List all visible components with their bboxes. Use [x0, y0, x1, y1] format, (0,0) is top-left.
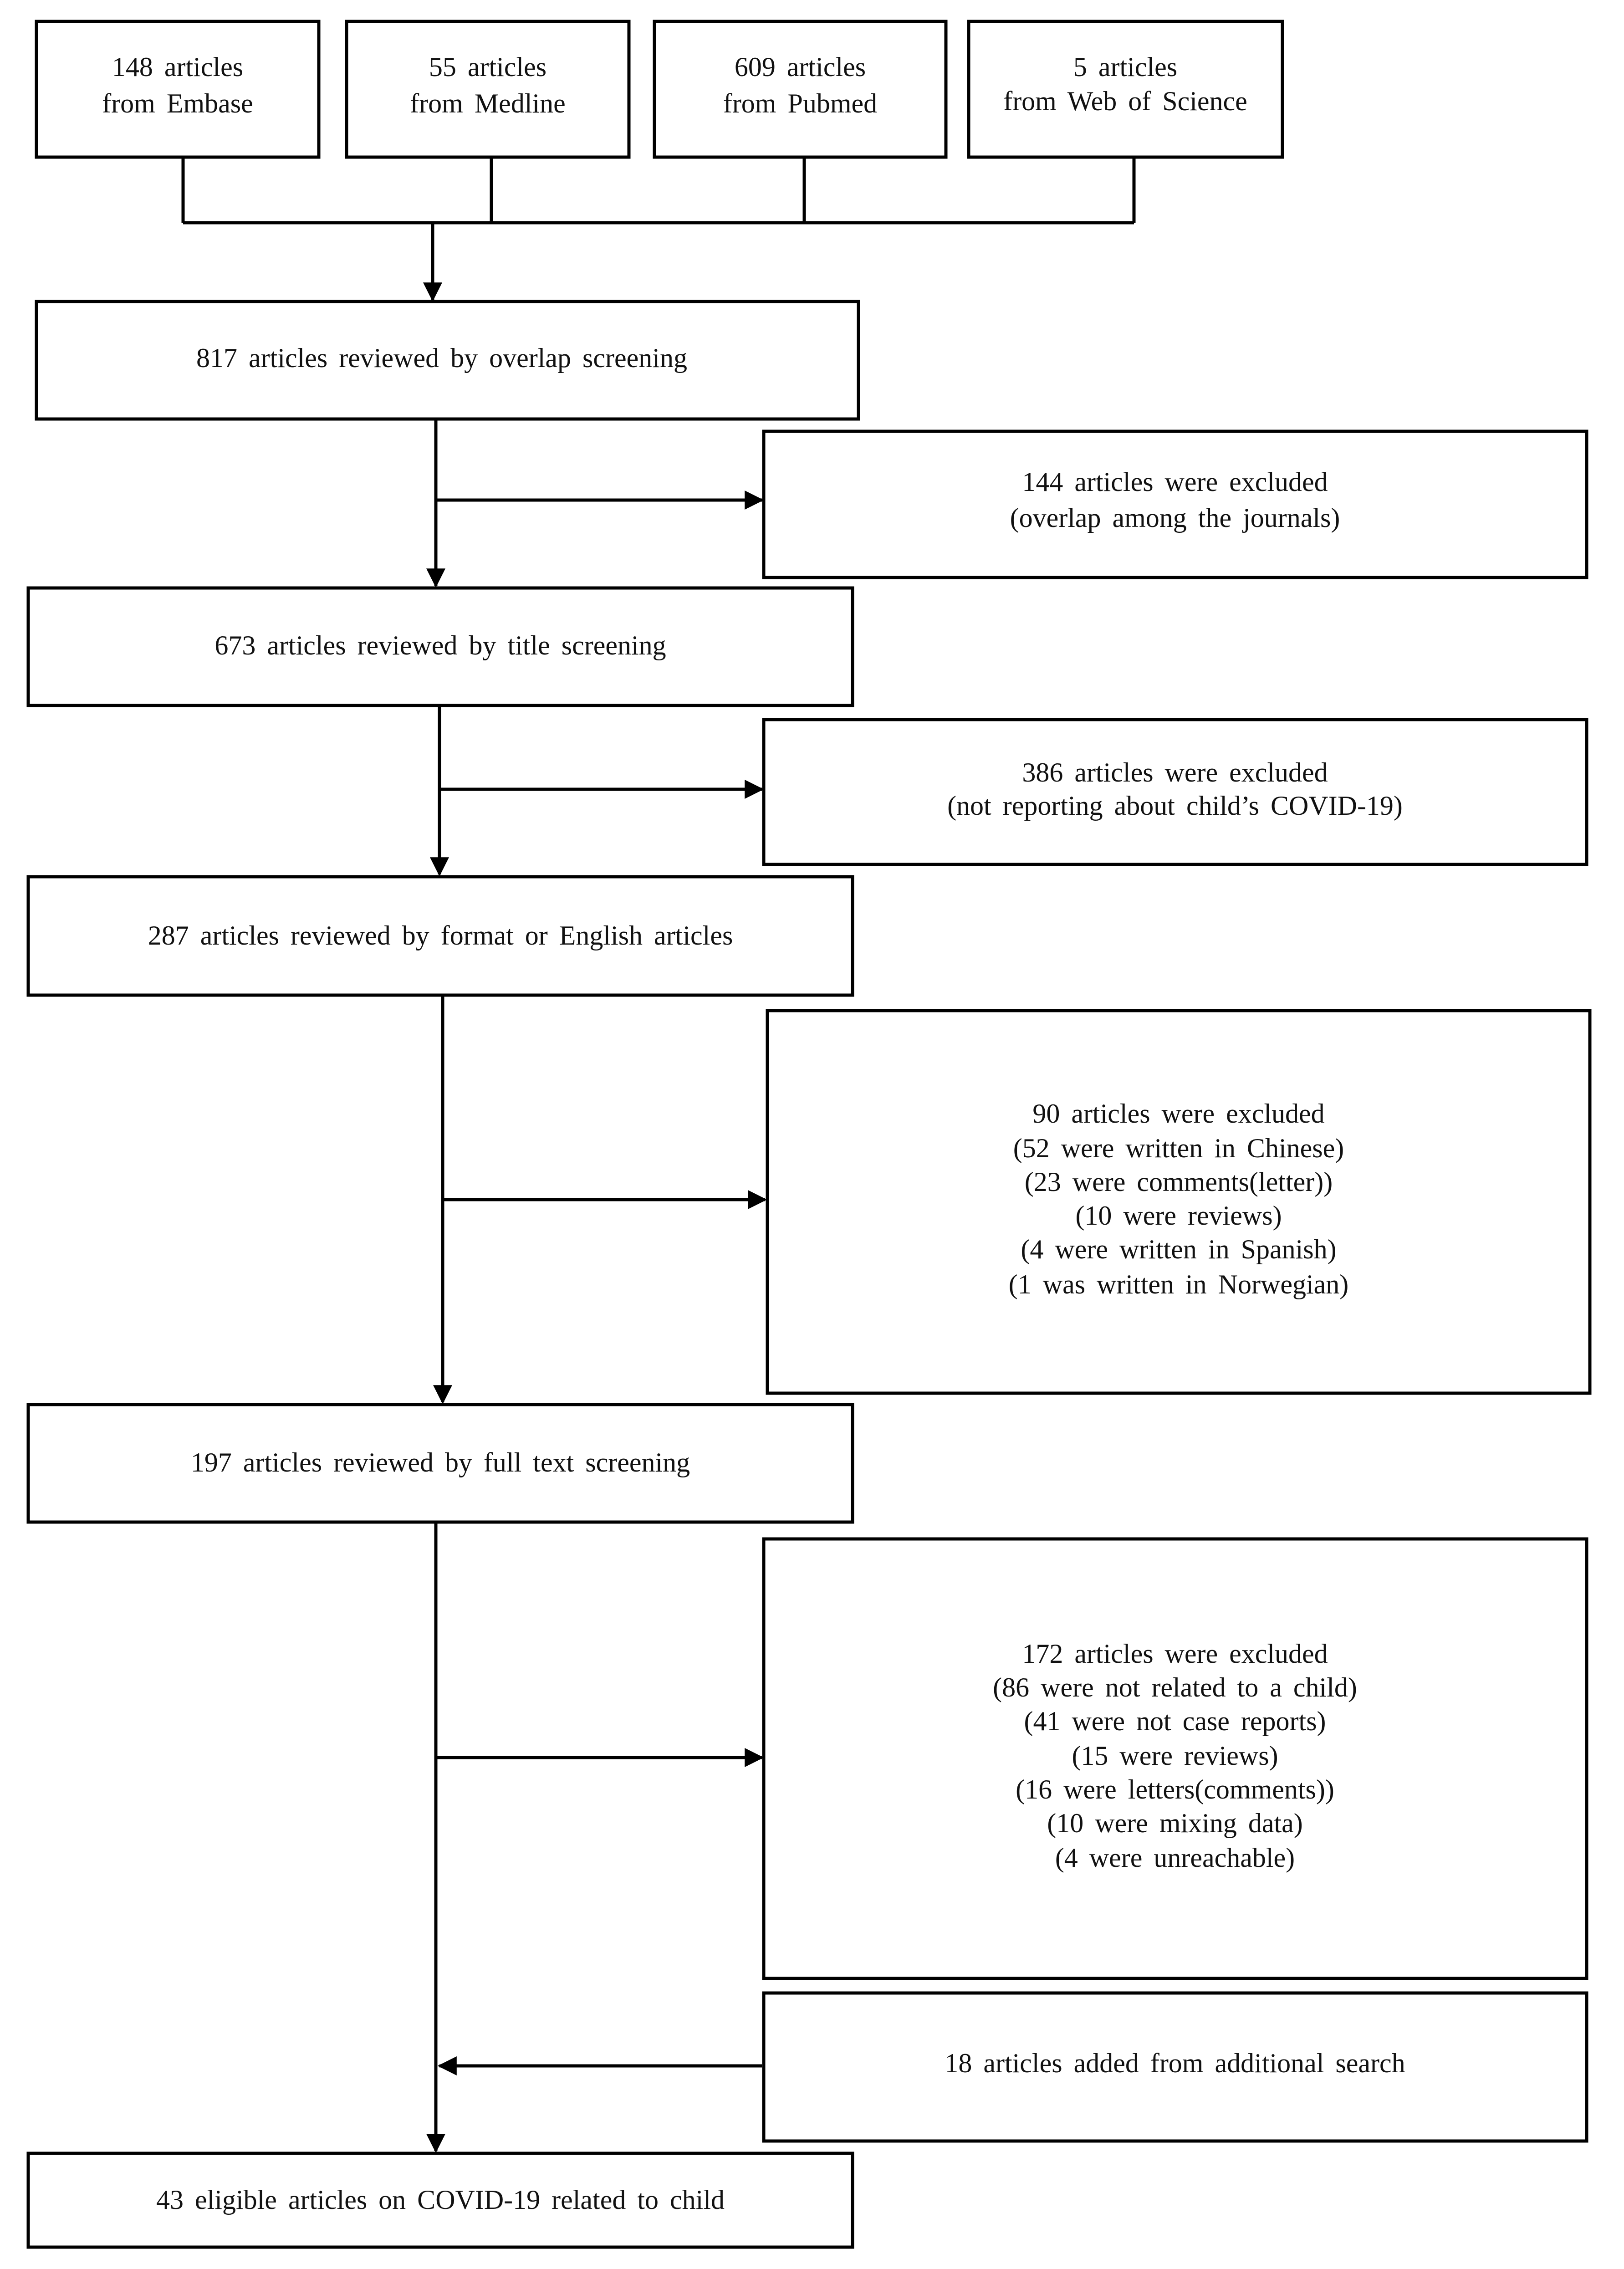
exclusion-3-line-1: 90 articles were excluded	[1032, 1099, 1324, 1129]
exclusion-1-line-1: 144 articles were excluded	[1022, 467, 1328, 497]
exclusion-3-line-4: (10 were reviews)	[1075, 1201, 1282, 1231]
exclusion-2-line-2: (not reporting about child’s COVID-19)	[947, 791, 1403, 821]
exclusion-3-line-3: (23 were comments(letter))	[1025, 1167, 1333, 1197]
source-pubmed-line-1: 609 articles	[735, 52, 866, 82]
source-medline-line-1: 55 articles	[429, 52, 546, 82]
source-pubmed-line-2: from Pubmed	[723, 88, 877, 118]
exclusion-box-4: 172 articles were excluded (86 were not …	[762, 1537, 1588, 1980]
source-medline-line-2: from Medline	[410, 88, 566, 118]
stage-title-screening-label: 673 articles reviewed by title screening	[214, 630, 666, 660]
stage-box-format-screening: 287 articles reviewed by format or Engli…	[26, 875, 854, 997]
source-embase-line-1: 148 articles	[112, 52, 243, 82]
exclusion-4-line-4: (15 were reviews)	[1072, 1741, 1278, 1771]
exclusion-1-line-2: (overlap among the journals)	[1010, 503, 1340, 533]
stage-box-fulltext-screening: 197 articles reviewed by full text scree…	[26, 1403, 854, 1524]
stage-eligible-label: 43 eligible articles on COVID-19 related…	[156, 2185, 725, 2215]
exclusion-3-line-2: (52 were written in Chinese)	[1013, 1133, 1344, 1163]
exclusion-4-line-5: (16 were letters(comments))	[1016, 1774, 1334, 1804]
stage-box-overlap-screening: 817 articles reviewed by overlap screeni…	[35, 300, 860, 421]
source-wos-line-1: 5 articles	[1073, 52, 1177, 82]
source-box-pubmed: 609 articles from Pubmed	[653, 20, 948, 159]
source-wos-line-2: from Web of Science	[1003, 86, 1247, 116]
stage-fulltext-screening-label: 197 articles reviewed by full text scree…	[191, 1447, 690, 1477]
stage-box-eligible: 43 eligible articles on COVID-19 related…	[26, 2151, 854, 2249]
exclusion-4-line-3: (41 were not case reports)	[1024, 1706, 1326, 1736]
additional-search-label: 18 articles added from additional search	[945, 2048, 1405, 2078]
exclusion-box-3: 90 articles were excluded (52 were writt…	[766, 1009, 1592, 1395]
exclusion-2-line-1: 386 articles were excluded	[1022, 757, 1328, 787]
exclusion-box-1: 144 articles were excluded (overlap amon…	[762, 429, 1588, 579]
source-box-web-of-science: 5 articles from Web of Science	[967, 20, 1284, 159]
exclusion-4-line-1: 172 articles were excluded	[1022, 1639, 1328, 1669]
connectors	[181, 157, 1136, 2153]
exclusion-3-line-6: (1 was written in Norwegian)	[1009, 1269, 1348, 1299]
exclusion-box-2: 386 articles were excluded (not reportin…	[762, 718, 1588, 866]
source-embase-line-2: from Embase	[102, 88, 253, 118]
stage-box-title-screening: 673 articles reviewed by title screening	[26, 586, 854, 707]
connector-source-merge	[181, 157, 1136, 225]
source-box-medline: 55 articles from Medline	[345, 20, 631, 159]
source-box-embase: 148 articles from Embase	[35, 20, 321, 159]
exclusion-4-line-2: (86 were not related to a child)	[993, 1672, 1357, 1702]
stage-overlap-screening-label: 817 articles reviewed by overlap screeni…	[196, 343, 687, 373]
exclusion-4-line-7: (4 were unreachable)	[1055, 1843, 1295, 1873]
additional-search-box: 18 articles added from additional search	[762, 1991, 1588, 2143]
exclusion-3-line-5: (4 were written in Spanish)	[1021, 1234, 1336, 1264]
exclusion-4-line-6: (10 were mixing data)	[1047, 1808, 1302, 1838]
stage-format-screening-label: 287 articles reviewed by format or Engli…	[148, 920, 733, 951]
